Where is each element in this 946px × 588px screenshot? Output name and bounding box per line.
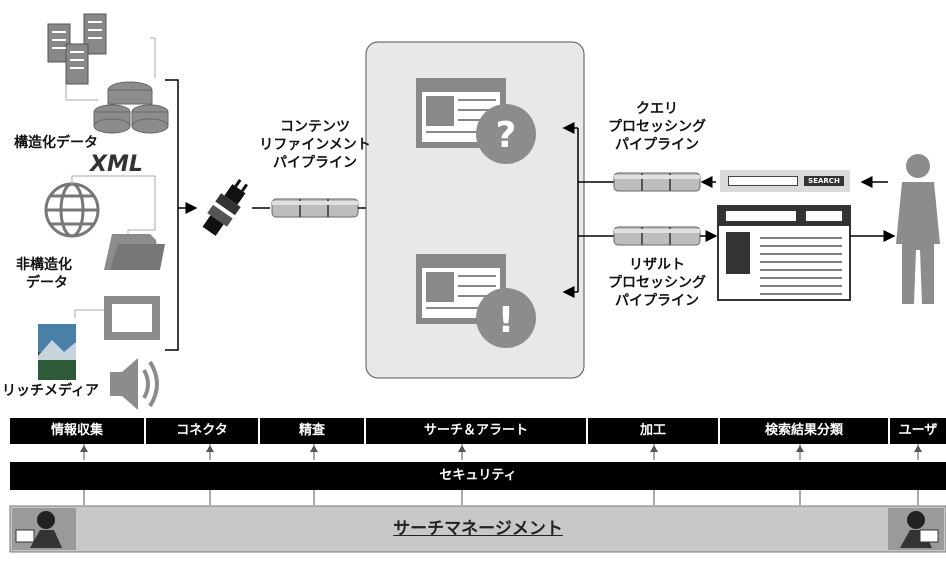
result-processing-label-3: パイプライン [615, 293, 699, 309]
category-divider [364, 418, 366, 444]
globe-icon [44, 182, 100, 238]
result-processing-label-1: リザルト [629, 257, 685, 273]
search-field-icon [728, 176, 798, 186]
unstructured-data-label-1: 非構造化 [16, 257, 72, 273]
search-management-label: サーチマネージメント [393, 519, 563, 539]
xml-label: XML [90, 152, 143, 177]
category-divider [144, 418, 146, 444]
category-collection: 情報収集 [50, 423, 103, 438]
unstructured-data-label-2: データ [26, 275, 68, 291]
search-button-icon: SEARCH [804, 176, 844, 186]
query-processing-label-3: パイプライン [615, 137, 699, 153]
category-search-alert: サーチ＆アラート [423, 423, 528, 438]
pipeline-pipe-query [613, 172, 701, 192]
svg-text:!: ! [498, 300, 514, 341]
rich-media-label: リッチメディア [2, 383, 100, 399]
search-management-bar [9, 505, 946, 553]
content-refinement-label-1: コンテンツ [280, 119, 350, 135]
category-bar: 情報収集 コネクタ 精査 サーチ＆アラート 加工 検索結果分類 ユーザ [10, 418, 946, 444]
search-box-icon: SEARCH [720, 170, 850, 192]
pipeline-pipe-content [271, 198, 359, 218]
category-divider [718, 418, 720, 444]
alert-document-icon: ! [416, 254, 536, 348]
query-processing-label-1: クエリ [636, 101, 678, 117]
category-connector: コネクタ [176, 423, 228, 438]
structured-data-label: 構造化データ [14, 135, 98, 151]
category-divider [586, 418, 588, 444]
category-divider [888, 418, 890, 444]
database-icon [93, 81, 169, 134]
admin-left-icon [12, 508, 76, 550]
frame-icon [104, 296, 160, 340]
search-document-icon: ? [416, 78, 536, 164]
category-user: ユーザ [898, 423, 938, 438]
photo-thumbnail [38, 324, 76, 380]
user-figure-icon [896, 154, 940, 304]
category-review: 精査 [298, 423, 325, 438]
server-stack-icon [47, 13, 107, 85]
connector-plug-icon [202, 178, 249, 236]
results-page-icon [717, 205, 851, 301]
result-processing-label-2: プロセッシング [608, 275, 706, 291]
admin-right-icon [888, 508, 944, 550]
svg-text:?: ? [496, 115, 517, 156]
query-processing-label-2: プロセッシング [608, 119, 706, 135]
category-processing: 加工 [639, 423, 666, 438]
category-result-classification: 検索結果分類 [764, 423, 843, 438]
category-divider [258, 418, 260, 444]
pipeline-pipe-result [613, 226, 701, 246]
content-refinement-label-3: パイプライン [273, 155, 357, 171]
folder-icon [104, 234, 165, 270]
speaker-icon [110, 358, 159, 410]
content-refinement-label-2: リファインメント [259, 137, 371, 153]
security-bar: セキュリティ [10, 462, 946, 490]
